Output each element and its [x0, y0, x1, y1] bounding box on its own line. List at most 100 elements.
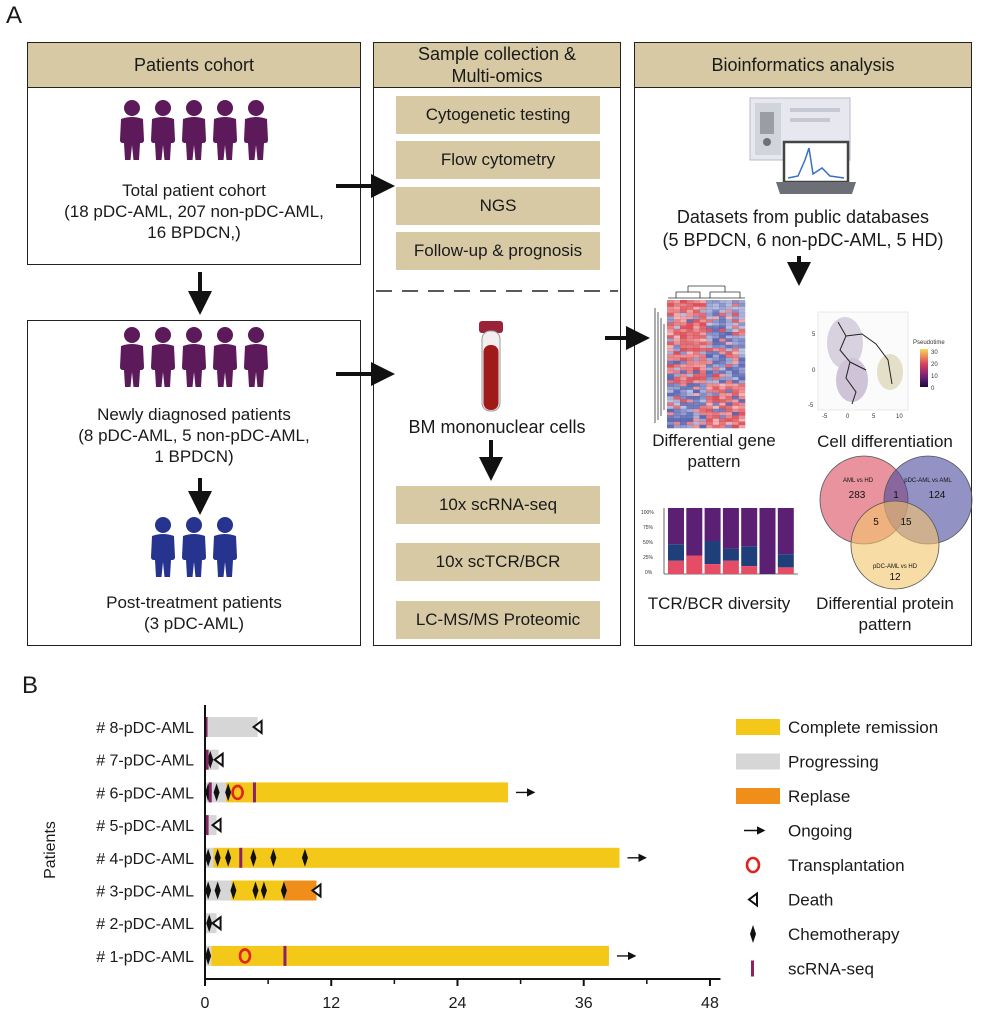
heatmap-cell [732, 300, 739, 304]
heatmap-cell [680, 325, 687, 330]
heatmap-cell [719, 386, 726, 390]
heatmap-cell [667, 322, 674, 326]
heatmap-cell [712, 325, 720, 330]
heatmap-cell [673, 325, 681, 330]
heatmap-cell [732, 332, 739, 336]
patient-label: # 5-pDC-AML [96, 818, 194, 835]
heatmap-cell [706, 338, 713, 342]
heatmap-cell [706, 354, 713, 358]
heatmap-cell [673, 300, 681, 304]
patient-label: # 1-pDC-AML [96, 949, 194, 966]
heatmap-cell [725, 360, 733, 365]
heatmap-cell [725, 328, 733, 333]
heatmap-cell [699, 322, 707, 326]
heatmap-cell [706, 415, 713, 419]
post-treatment-line2: (3 pDC-AML) [143, 614, 245, 633]
heatmap-cell [738, 399, 746, 403]
heatmap-cell [725, 421, 733, 426]
heatmap-cell [706, 348, 713, 352]
x-tick-label: 0 [201, 995, 210, 1012]
heatmap-cell [725, 389, 733, 394]
heatmap-cell [719, 399, 726, 403]
heatmap-cell [686, 341, 694, 346]
heatmap-cell [693, 316, 700, 320]
heatmap-cell [686, 386, 694, 390]
newly-diagnosed-box [27, 320, 361, 646]
heatmap-cell [706, 322, 713, 326]
heatmap-cell [686, 383, 694, 387]
heatmap-cell [699, 357, 707, 362]
heatmap-cell [719, 344, 726, 349]
patient-label: # 4-pDC-AML [96, 851, 194, 868]
heatmap-cell [738, 415, 746, 419]
heatmap-cell [725, 319, 733, 323]
tcr-bar-segment [759, 508, 776, 574]
bar-y-tick: 25% [643, 555, 654, 561]
heatmap-cell [680, 402, 687, 406]
heatmap-cell [693, 367, 700, 371]
pseudotime-tick: 30 [931, 350, 938, 356]
heatmap-cell [667, 335, 674, 339]
heatmap-cell [693, 376, 700, 381]
legend-transplant-ring [745, 856, 761, 874]
sample-collection-header-line1: Sample collection & [417, 44, 577, 64]
heatmap-cell [699, 415, 707, 419]
heatmap-cell [706, 316, 713, 320]
heatmap-cell [673, 338, 681, 342]
heatmap-cell [738, 389, 746, 394]
heatmap-cell [667, 312, 674, 317]
heatmap-cell [719, 424, 726, 429]
heatmap-cell [712, 396, 720, 400]
differential-gene-heatmap [654, 285, 746, 429]
panel-b-letter: B [22, 672, 39, 699]
heatmap-cell [719, 389, 726, 394]
y-axis-label: Patients [42, 821, 59, 879]
heatmap-cell [667, 300, 674, 304]
heatmap-cell [712, 319, 720, 323]
heatmap-cell [673, 396, 681, 400]
heatmap-cell [693, 392, 700, 397]
heatmap-cell [712, 316, 720, 320]
heatmap-cell [667, 338, 674, 342]
heatmap-cell [738, 386, 746, 390]
heatmap-cell [725, 354, 733, 358]
heatmap-cell [719, 338, 726, 342]
heatmap-cell [693, 303, 700, 307]
heatmap-cell [725, 325, 733, 330]
segment-cr [211, 945, 609, 966]
tcr-bar-segment [704, 508, 721, 541]
heatmap-cell [706, 373, 713, 378]
heatmap-cell [673, 335, 681, 339]
cytogenetic-testing-box: Cytogenetic testing [396, 96, 600, 134]
heatmap-cell [732, 386, 739, 390]
heatmap-cell [686, 319, 694, 323]
heatmap-cell [725, 364, 733, 368]
heatmap-cell [706, 328, 713, 333]
heatmap-cell [725, 312, 733, 317]
heatmap-cell [706, 402, 713, 406]
protein-caption-line1: Differential protein [816, 594, 954, 613]
heatmap-cell [732, 344, 739, 349]
heatmap-cell [680, 357, 687, 362]
heatmap-cell [686, 412, 694, 416]
heatmap-cell [706, 389, 713, 394]
heatmap-cell [667, 424, 674, 429]
heatmap-cell [686, 392, 694, 397]
umap-x-tick: 0 [846, 414, 850, 420]
legend-label-transplant: Transplantation [788, 856, 905, 875]
total-cohort-box [27, 87, 361, 265]
heatmap-cell [673, 376, 681, 381]
heatmap-cell [667, 405, 674, 410]
heatmap-cell [725, 383, 733, 387]
tcr-bar-segment [722, 560, 739, 574]
heatmap-cell [699, 412, 707, 416]
heatmap-cell [738, 376, 746, 381]
heatmap-cell [699, 367, 707, 371]
heatmap-cell [732, 303, 739, 307]
heatmap-cell [699, 325, 707, 330]
chemotherapy-marker [252, 881, 259, 900]
heatmap-cell [738, 396, 746, 400]
chemotherapy-marker [230, 881, 237, 900]
venn-diagram: AML vs HD pDC-AML vs AML pDC-AML vs HD 2… [819, 455, 973, 590]
heatmap-cell [712, 418, 720, 422]
